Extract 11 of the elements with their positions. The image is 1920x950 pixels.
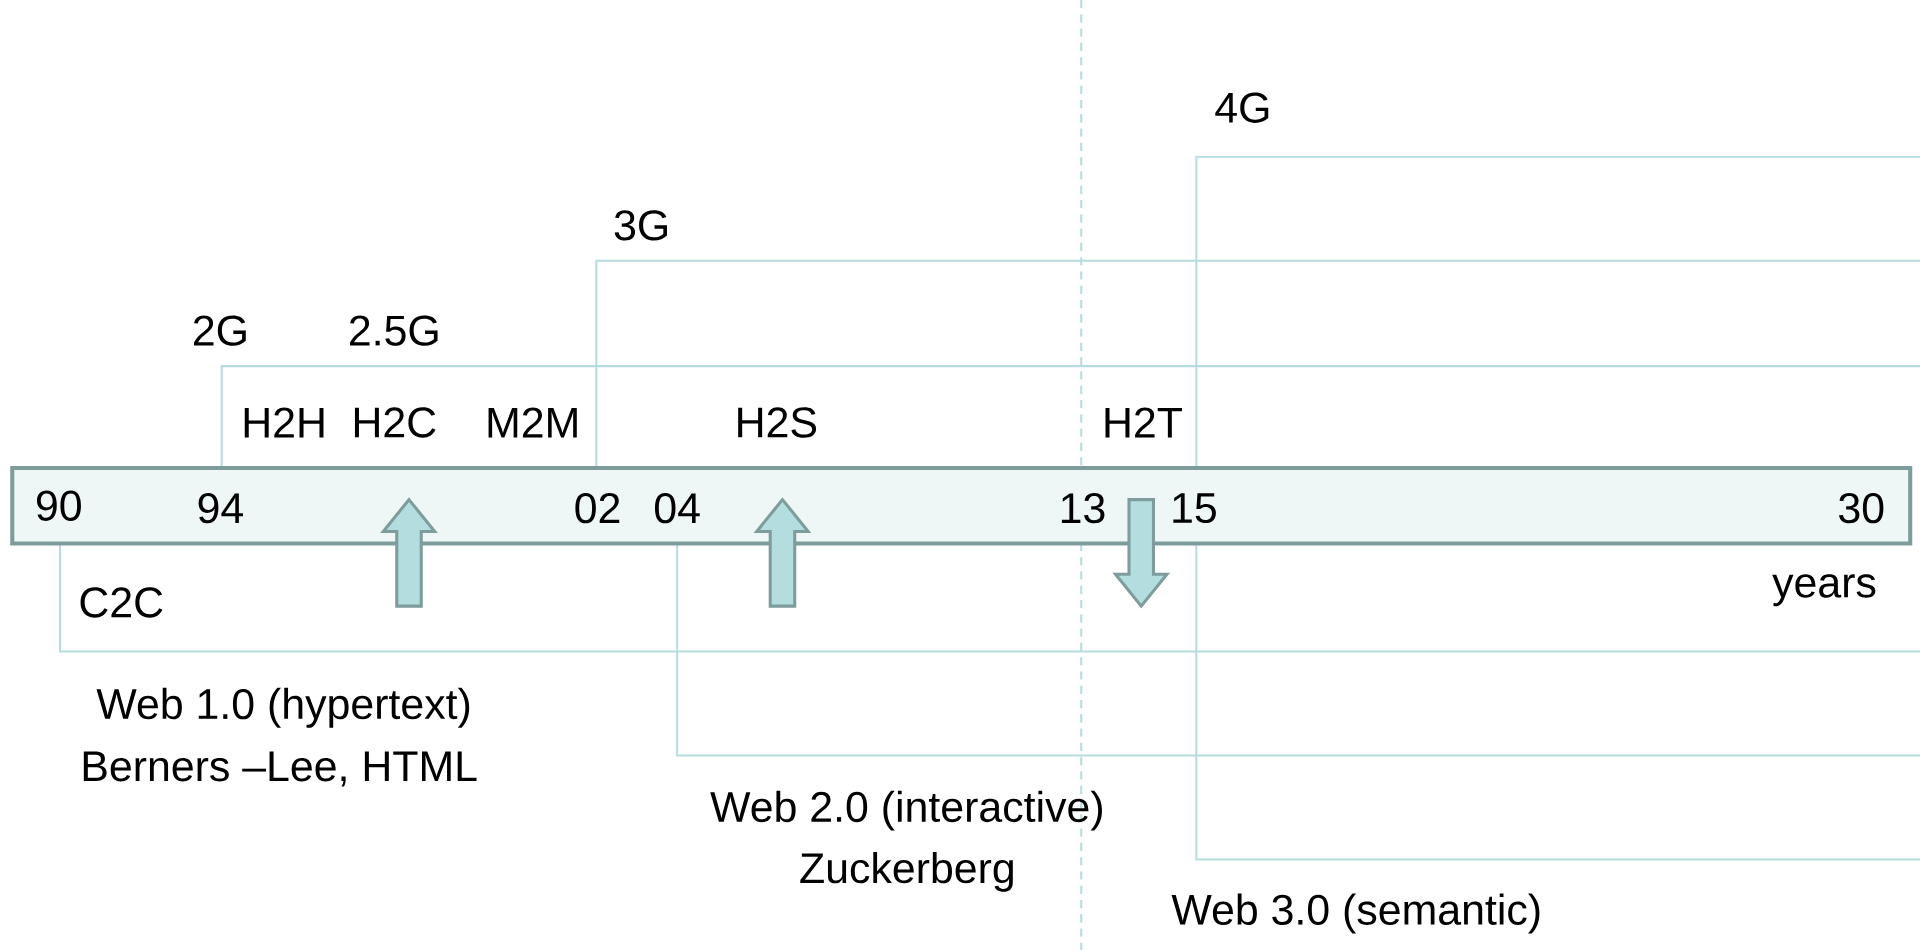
generation-label: 3G: [614, 210, 667, 241]
generation-label: 2.5G: [350, 315, 438, 346]
era-label: Zuckerberg: [800, 851, 1013, 892]
era-label: Web 1.0 (hypertext): [96, 687, 470, 728]
generation-label: 4G: [1215, 92, 1269, 123]
generation-label: 2G: [194, 315, 246, 346]
era-label: Web 3.0 (semantic): [1171, 893, 1540, 934]
timeline-bar: 90 94 02 04 13 15 30: [10, 465, 1913, 546]
era-label: Berners –Lee, HTML: [83, 751, 477, 787]
era-label: Web 2.0 (interactive): [710, 790, 1102, 831]
mode-label: C2C: [80, 587, 163, 618]
